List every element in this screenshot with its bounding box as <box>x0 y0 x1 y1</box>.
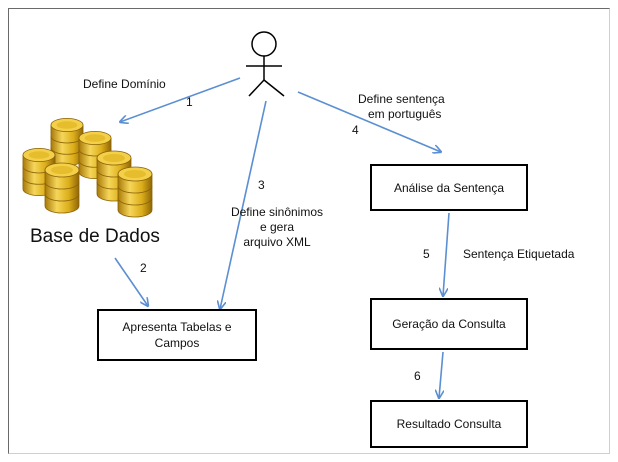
edge-4-label: Define sentença em português <box>358 92 445 122</box>
edge-5-label: Sentença Etiquetada <box>463 247 575 261</box>
database-icon <box>22 117 153 218</box>
node-apresenta-tabelas: Apresenta Tabelas e Campos <box>97 309 257 361</box>
edge-6-number: 6 <box>414 369 421 383</box>
edge-5-arrow <box>443 212 450 296</box>
edge-3-label-line: e gera <box>259 220 295 234</box>
edge-3-label-line: Define sinônimos <box>230 205 324 219</box>
edge-2-number: 2 <box>140 261 147 275</box>
edge-1-arrow <box>120 77 241 122</box>
edge-1-label: Define Domínio <box>83 77 166 91</box>
database-label: Base de Dados <box>30 226 160 247</box>
edge-5-number: 5 <box>423 247 430 261</box>
edge-3-label: Define sinônimos e gera arquivo XML <box>212 205 342 250</box>
edge-4-label-line: em português <box>368 107 442 121</box>
edge-6-arrow <box>439 351 443 398</box>
edge-2-arrow <box>114 257 148 306</box>
edge-3-label-line: arquivo XML <box>243 235 311 249</box>
edge-4-number: 4 <box>352 123 359 137</box>
edge-4-arrow <box>297 91 441 152</box>
node-resultado-consulta: Resultado Consulta <box>370 400 528 448</box>
edge-3-number: 3 <box>258 178 265 192</box>
edge-1-number: 1 <box>186 95 193 109</box>
edge-3-arrow <box>220 100 267 309</box>
diagram-frame <box>8 8 610 454</box>
node-geracao-consulta: Geração da Consulta <box>370 298 528 350</box>
node-analise-sentenca: Análise da Sentença <box>370 164 528 211</box>
user-actor-icon <box>246 31 285 97</box>
edge-4-label-line: Define sentença <box>358 92 445 106</box>
